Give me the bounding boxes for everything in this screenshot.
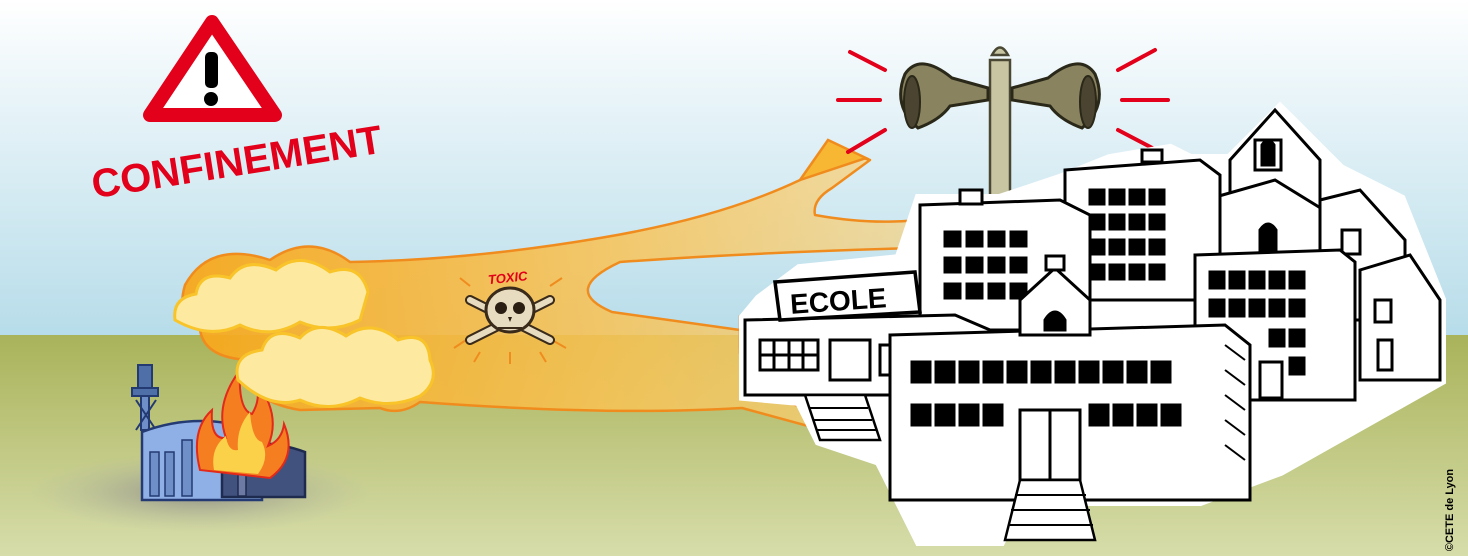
siren-loudspeaker-icon: [836, 46, 1170, 212]
skull-crossbones-icon: [453, 277, 567, 364]
school-buildings: [739, 101, 1446, 546]
school-sign-label: ECOLE: [789, 282, 887, 320]
warning-triangle-icon: [143, 15, 282, 122]
copyright-text: ©CETE de Lyon: [1444, 468, 1456, 552]
copyright-credit: ©CETE de Lyon: [1439, 468, 1461, 552]
school-sign: [773, 270, 922, 322]
toxic-label: TOXIC: [487, 268, 528, 287]
office-building: [918, 188, 1092, 332]
school-main-building: [888, 254, 1252, 542]
